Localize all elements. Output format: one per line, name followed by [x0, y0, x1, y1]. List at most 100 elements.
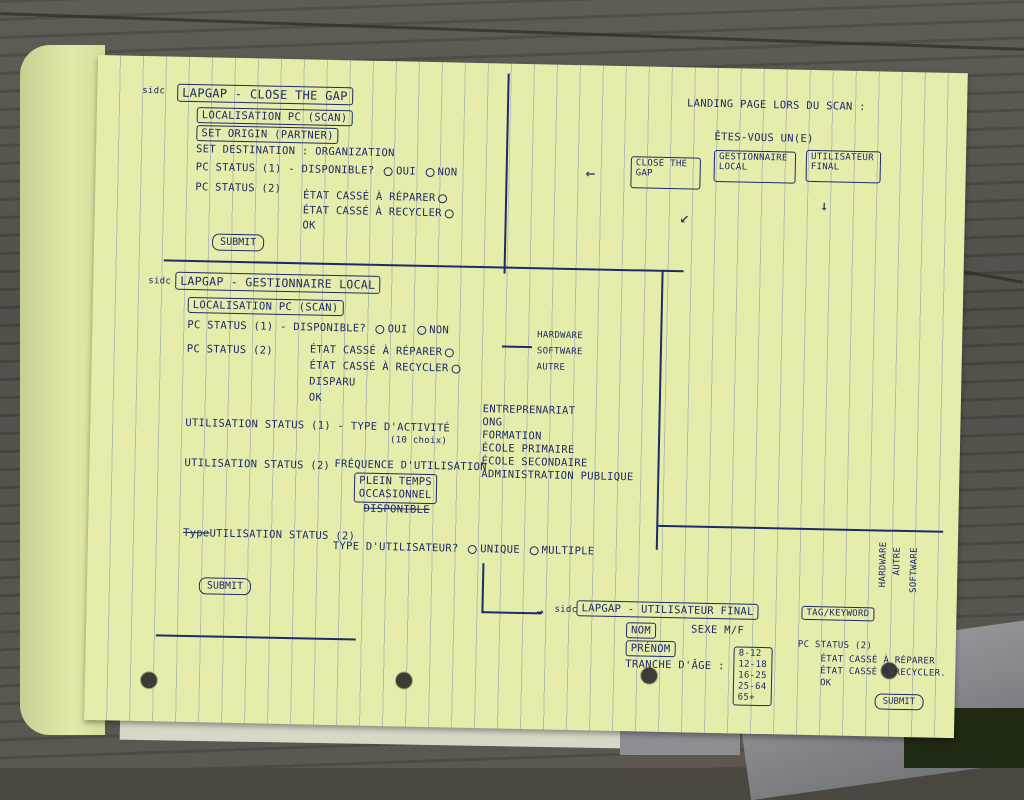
submit-button[interactable]: SUBMIT — [874, 693, 924, 711]
field-origin[interactable]: SET ORIGIN (PARTNER) — [196, 125, 339, 145]
section-title: LAPGAP - GESTIONNAIRE LOCAL — [175, 271, 381, 294]
hw-option[interactable]: AUTRE — [536, 362, 566, 373]
frequency-select[interactable]: PLEIN TEMPS OCCASIONNEL — [353, 472, 438, 505]
radio-unique[interactable] — [468, 544, 478, 554]
punch-hole — [394, 671, 414, 690]
divider-line — [503, 73, 510, 274]
hw-option[interactable]: SOFTWARE — [536, 346, 583, 358]
submit-button[interactable]: SUBMIT — [211, 233, 265, 252]
pc-status-option[interactable]: OK — [819, 678, 832, 689]
status-option[interactable]: ÉTAT CASSÉ À RÉPARER — [303, 189, 451, 204]
field-pc-status-2: PC STATUS (2) — [186, 342, 274, 357]
status-option-label: ÉTAT CASSÉ À RÉPARER — [302, 189, 436, 205]
choices-note: (10 choix) — [389, 435, 448, 447]
plank-seam — [0, 12, 1024, 51]
side-option[interactable]: SOFTWARE — [908, 547, 920, 594]
side-option[interactable]: HARDWARE — [878, 541, 889, 588]
field-pc-status-1: PC STATUS (1) - DISPONIBLE? OUI NON — [196, 161, 458, 178]
side-option[interactable]: AUTRE — [892, 546, 903, 576]
field-utilisation-2: UTILISATION STATUS (2) — [184, 456, 331, 472]
sidc-label: sidc — [554, 604, 578, 616]
notepad-sheet: sidc LAPGAP - CLOSE THE GAP LOCALISATION… — [84, 55, 968, 739]
radio-icon[interactable] — [438, 193, 448, 203]
user-type-label: TYPE D'UTILISATEUR? — [332, 540, 459, 555]
struck-text: Type — [182, 526, 210, 540]
status-option-label: ÉTAT CASSÉ À RECYCLER — [309, 359, 449, 375]
oui-label: OUI — [387, 323, 408, 336]
field-pc-status-1: PC STATUS (1) - DISPONIBLE? OUI NON — [187, 319, 449, 336]
section-title: LAPGAP - UTILISATEUR FINAL — [576, 600, 759, 620]
age-select[interactable]: 8-12 12-18 16-25 25-64 65+ — [732, 646, 773, 707]
option-gestionnaire-local[interactable]: GESTIONNAIRE LOCAL — [713, 149, 797, 184]
landing-question: ÊTES-VOUS UN(E) — [714, 130, 814, 146]
frequency-option[interactable]: OCCASIONNEL — [358, 487, 432, 502]
pc-status-1-label: PC STATUS (1) - DISPONIBLE? — [187, 318, 367, 335]
frequency-label: FRÉQUENCE D'UTILISATION — [334, 458, 487, 474]
field-user-type: TYPE D'UTILISATEUR? UNIQUE MULTIPLE — [333, 540, 595, 557]
field-pc-status-2: PC STATUS (2) — [797, 639, 873, 652]
activity-option[interactable]: ADMINISTRATION PUBLIQUE — [481, 468, 634, 484]
field-sexe[interactable]: SEXE M/F — [690, 623, 745, 637]
radio-icon[interactable] — [451, 363, 461, 374]
flow-line — [481, 563, 484, 614]
status-option-label: ÉTAT CASSÉ À RECYCLER — [302, 204, 442, 220]
submit-button[interactable]: SUBMIT — [198, 577, 252, 596]
flow-line — [481, 611, 542, 614]
divider-line — [155, 634, 356, 641]
age-option[interactable]: 12-18 — [738, 659, 768, 671]
status-option[interactable]: OK — [302, 219, 316, 232]
age-option[interactable]: 65+ — [737, 692, 755, 703]
hw-option[interactable]: HARDWARE — [537, 330, 584, 342]
sidc-label: sidc — [148, 276, 172, 287]
section-title: LAPGAP - CLOSE THE GAP — [177, 83, 353, 106]
radio-icon[interactable] — [445, 347, 455, 358]
radio-oui[interactable] — [383, 166, 394, 176]
arrow-down-icon: ↓ — [819, 198, 829, 215]
arrow-down-icon: ↙ — [679, 207, 690, 227]
branch-line — [501, 345, 532, 348]
status-option[interactable]: ÉTAT CASSÉ À RECYCLER — [309, 359, 463, 374]
status-option[interactable]: ÉTAT CASSÉ À RÉPARER — [310, 344, 458, 359]
field-nom[interactable]: NOM — [625, 622, 657, 639]
field-utilisation-3: TypeUTILISATION STATUS (2) — [183, 527, 355, 543]
field-localisation[interactable]: LOCALISATION PC (SCAN) — [196, 107, 353, 127]
sidc-label: sidc — [142, 85, 166, 97]
pc-status-option[interactable]: ÉTAT CASSÉ À RECYCLER. — [820, 666, 947, 679]
struck-text: DISPONIBLE — [363, 502, 430, 517]
radio-icon[interactable] — [444, 208, 454, 218]
field-destination[interactable]: SET DESTINATION : ORGANIZATION — [195, 143, 395, 160]
radio-oui[interactable] — [375, 324, 385, 334]
status-option[interactable]: OK — [308, 391, 323, 404]
age-option[interactable]: 25-64 — [737, 681, 767, 693]
oui-label: OUI — [395, 165, 417, 178]
age-option[interactable]: 16-25 — [738, 670, 767, 682]
age-label: TRANCHE D'ÂGE : — [625, 658, 725, 673]
option-close-the-gap[interactable]: CLOSE THE GAP — [630, 156, 701, 190]
field-localisation[interactable]: LOCALISATION PC (SCAN) — [187, 296, 344, 317]
status-option[interactable]: DISPARU — [309, 375, 356, 389]
landing-title: LANDING PAGE LORS DU SCAN : — [686, 97, 866, 114]
age-option[interactable]: 8-12 — [738, 648, 762, 660]
non-label: NON — [437, 166, 458, 179]
radio-non[interactable] — [417, 325, 427, 335]
non-label: NON — [429, 323, 450, 337]
option-utilisateur-final[interactable]: UTILISATEUR FINAL — [805, 149, 882, 184]
radio-non[interactable] — [425, 167, 435, 177]
divider-line — [658, 524, 944, 533]
divider-line — [655, 269, 664, 550]
multiple-label: MULTIPLE — [541, 544, 595, 558]
status-option[interactable]: ÉTAT CASSÉ À RECYCLER — [303, 204, 457, 219]
field-pc-status-2: PC STATUS (2) — [195, 181, 282, 195]
punch-hole — [139, 671, 159, 690]
arrow-left-icon: ← — [585, 163, 596, 183]
field-tag[interactable]: TAG/KEYWORD — [801, 605, 875, 622]
radio-multiple[interactable] — [529, 545, 539, 555]
activity-list[interactable]: ENTREPRENARIAT ONG FORMATION ÉCOLE PRIMA… — [481, 403, 635, 484]
pc-status-option[interactable]: ÉTAT CASSÉ À RÉPARER — [820, 654, 935, 667]
divider-line — [163, 259, 684, 272]
unique-label: UNIQUE — [480, 543, 521, 556]
side-options: HARDWARE — [877, 541, 890, 587]
field-utilisation-1: UTILISATION STATUS (1) - TYPE D'ACTIVITÉ — [185, 416, 451, 435]
field-prenom[interactable]: PRÉNOM — [625, 640, 676, 658]
pc-status-1-label: PC STATUS (1) - DISPONIBLE? — [195, 161, 375, 177]
